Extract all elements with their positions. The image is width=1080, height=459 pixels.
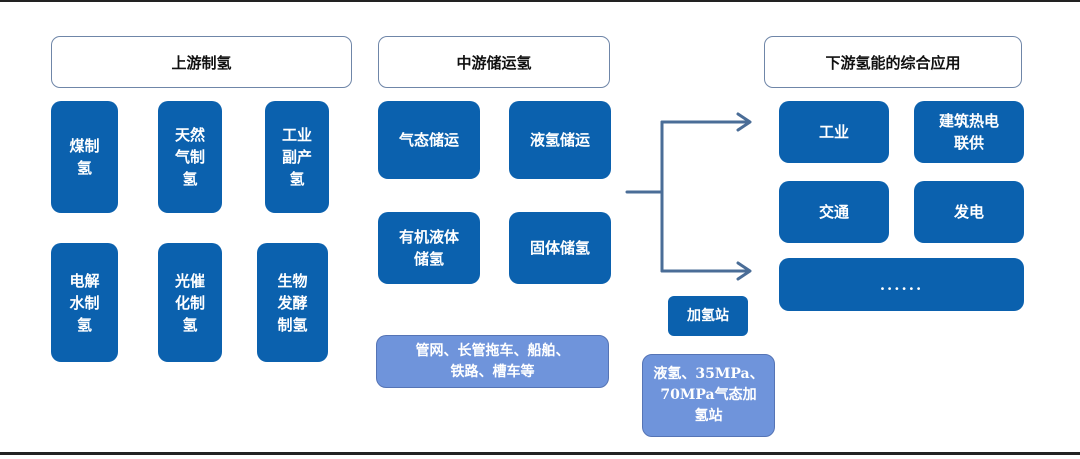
midstream-item-solid: 固体储氢 — [509, 212, 611, 284]
midstream-item-gaseous: 气态储运 — [378, 101, 480, 179]
upstream-title: 上游制氢 — [171, 53, 232, 72]
downstream-item-more: ...... — [779, 258, 1024, 311]
midstream-title: 中游储运氢 — [456, 53, 532, 72]
flow-arrow-lower-head — [736, 261, 752, 281]
upstream-item-photocatalysis: 光催化制氢 — [158, 243, 222, 362]
top-rule — [0, 0, 1080, 2]
bottom-rule — [0, 452, 1080, 455]
midstream-header: 中游储运氢 — [378, 36, 610, 88]
upstream-item-industrial-byproduct: 工业副产氢 — [265, 101, 329, 213]
hydrogen-station-label: 加氢站 — [668, 296, 748, 336]
upstream-item-coal: 煤制氢 — [51, 101, 118, 213]
upstream-header: 上游制氢 — [51, 36, 352, 88]
midstream-transport-methods: 管网、长管拖车、船舶、铁路、槽车等 — [376, 335, 609, 388]
upstream-item-natural-gas: 天然气制氢 — [158, 101, 222, 213]
downstream-item-transport: 交通 — [779, 181, 889, 243]
midstream-item-liquid: 液氢储运 — [509, 101, 611, 179]
midstream-item-organic-liquid: 有机液体储氢 — [378, 212, 480, 284]
downstream-item-power: 发电 — [914, 181, 1024, 243]
upstream-item-biofermentation: 生物发酵制氢 — [257, 243, 328, 362]
hydrogen-station-detail: 液氢、35MPa、70MPa气态加氢站 — [642, 354, 775, 437]
upstream-item-electrolysis: 电解水制氢 — [51, 243, 118, 362]
downstream-title: 下游氢能的综合应用 — [825, 53, 961, 72]
downstream-header: 下游氢能的综合应用 — [764, 36, 1022, 88]
downstream-item-chp: 建筑热电联供 — [914, 101, 1024, 163]
flow-arrow-upper-head — [736, 112, 752, 132]
downstream-item-industry: 工业 — [779, 101, 889, 163]
